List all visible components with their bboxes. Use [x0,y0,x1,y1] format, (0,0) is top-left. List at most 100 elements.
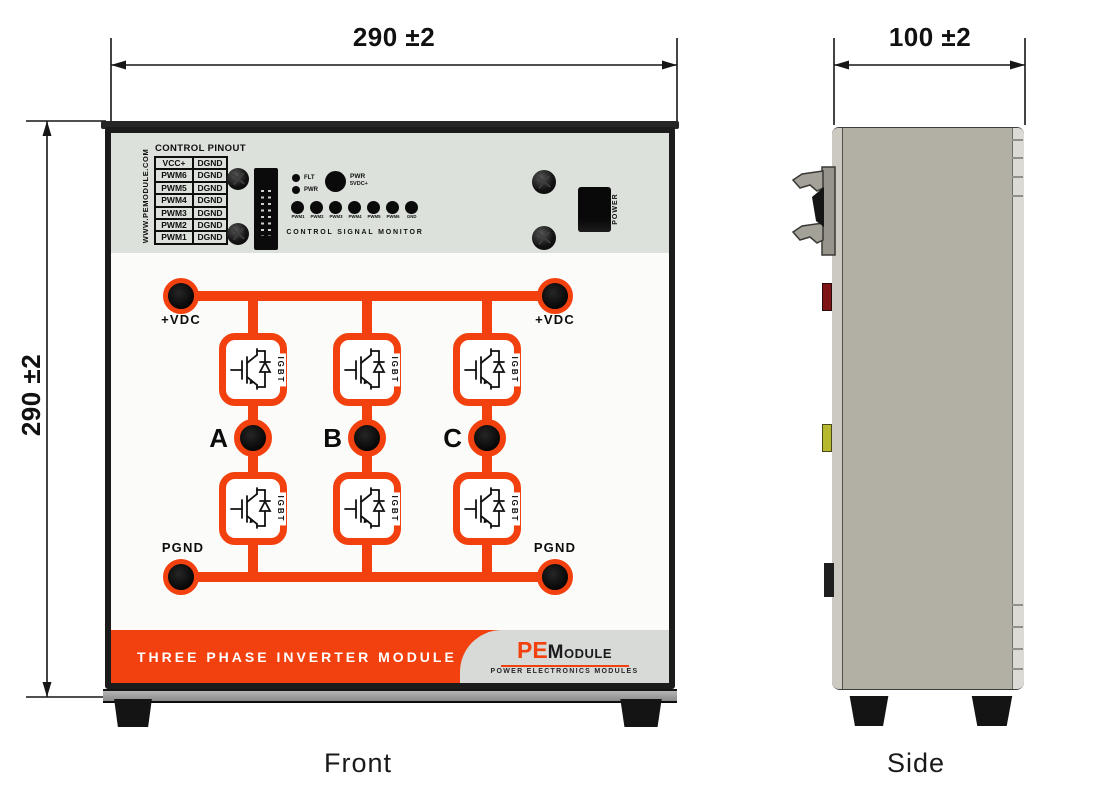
channel: PWM6 [383,201,402,221]
channel-label: PWM4 [348,215,361,220]
channel-dot[interactable] [310,201,323,214]
side-rear-strip [832,128,843,689]
vdc-label-left: +VDC [161,312,201,327]
power-button-sublabel: 5VDC+ [350,181,368,187]
channel-dot[interactable] [329,201,342,214]
logo-pe-text: PE [516,637,548,663]
channel-label: PWM1 [291,215,304,220]
power-button[interactable] [325,171,346,192]
side-front-bezel-strip [1012,128,1024,689]
circuit-trace [482,538,492,578]
front-width-dimension-label: 290 ±2 [352,22,436,52]
channel-label: PWM3 [329,215,342,220]
channel-label: PWM2 [310,215,323,220]
pinout-cell: PWM3 [155,206,193,219]
brand-logo-panel: PEModule POWER ELECTRONICS MODULES [460,630,669,683]
pgnd-terminal-left[interactable] [163,559,199,595]
igbt-label: IGBT [275,352,286,387]
bezel-seam [1012,668,1023,670]
channel-label: GND [406,215,417,220]
pinout-cell: DGND [193,231,227,244]
logo-tagline: POWER ELECTRONICS MODULES [490,668,639,675]
signal-monitor-channels: PWM1 PWM2 PWM3 PWM4 PWM5 PWM6 GND [288,201,421,221]
channel: PWM3 [326,201,345,221]
channel-dot[interactable] [405,201,418,214]
vdc-terminal-left[interactable] [163,278,199,314]
circuit-trace [248,293,258,339]
side-red-connector [822,283,832,311]
panel-screw-icon [227,223,249,245]
pinout-cell: PWM4 [155,194,193,207]
circuit-trace [482,293,492,339]
side-width-dimension-label: 100 ±2 [888,22,972,52]
bezel-seam [1012,176,1023,178]
logo-underline [500,665,629,667]
side-view-caption: Side [886,748,946,778]
side-width-dimension-lines [833,38,1026,125]
igbt-symbol [464,348,505,390]
circuit-trace [362,293,372,339]
igbt-label: IGBT [509,352,520,387]
side-foot-right [971,696,1013,726]
panel-screw-icon [227,168,249,190]
circuit-trace [362,538,372,578]
pinout-cell: VCC+ [155,157,193,170]
igbt-symbol [344,348,385,390]
channel-dot[interactable] [386,201,399,214]
phase-label-c: C [443,423,462,453]
front-foot-left [114,699,152,727]
circuit-trace [362,448,372,478]
signal-monitor-title: CONTROL SIGNAL MONITOR [286,229,424,236]
pinout-cell: DGND [193,157,227,170]
phase-label-a: A [209,423,228,453]
igbt-symbol [230,348,271,390]
phase-terminal-c[interactable] [468,419,506,457]
circuit-trace [248,400,258,432]
side-foot-left [849,696,889,726]
pgnd-terminal-right[interactable] [537,559,573,595]
igbt-label: IGBT [389,491,400,526]
side-dark-latch [824,563,834,597]
channel-dot[interactable] [291,201,304,214]
pinout-cell: PWM1 [155,231,193,244]
front-view-caption: Front [323,748,393,778]
power-rocker-switch[interactable] [578,187,611,232]
bezel-seam [1012,604,1023,606]
pgnd-label-left: PGND [161,540,205,555]
channel: PWM2 [307,201,326,221]
circuit-trace [362,400,372,432]
igbt-high-c: IGBT [453,333,521,406]
bezel-seam [1012,157,1023,159]
control-pinout-title: CONTROL PINOUT [155,143,246,154]
igbt-symbol [344,487,385,529]
igbt-low-a: IGBT [219,472,287,545]
front-width-dimension-lines [110,38,678,125]
igbt-high-a: IGBT [219,333,287,406]
pinout-cell: PWM5 [155,181,193,195]
circuit-trace [482,400,492,432]
pinout-cell: DGND [193,218,227,232]
din-rail-clip-icon [791,166,836,256]
channel-dot[interactable] [348,201,361,214]
igbt-label: IGBT [389,352,400,387]
front-top-lip [101,121,679,129]
channel: PWM4 [345,201,364,221]
control-pin-header[interactable] [254,168,278,250]
phase-terminal-a[interactable] [234,419,272,457]
igbt-low-c: IGBT [453,472,521,545]
flt-led-icon [292,174,300,182]
vdc-terminal-right[interactable] [537,278,573,314]
bezel-seam [1012,626,1023,628]
circuit-trace [248,538,258,578]
igbt-symbol [464,487,505,529]
channel-label: PWM6 [386,215,399,220]
phase-terminal-b[interactable] [348,419,386,457]
channel-dot[interactable] [367,201,380,214]
pwr-led-icon [292,186,300,194]
bezel-seam [1012,648,1023,650]
igbt-label: IGBT [275,491,286,526]
